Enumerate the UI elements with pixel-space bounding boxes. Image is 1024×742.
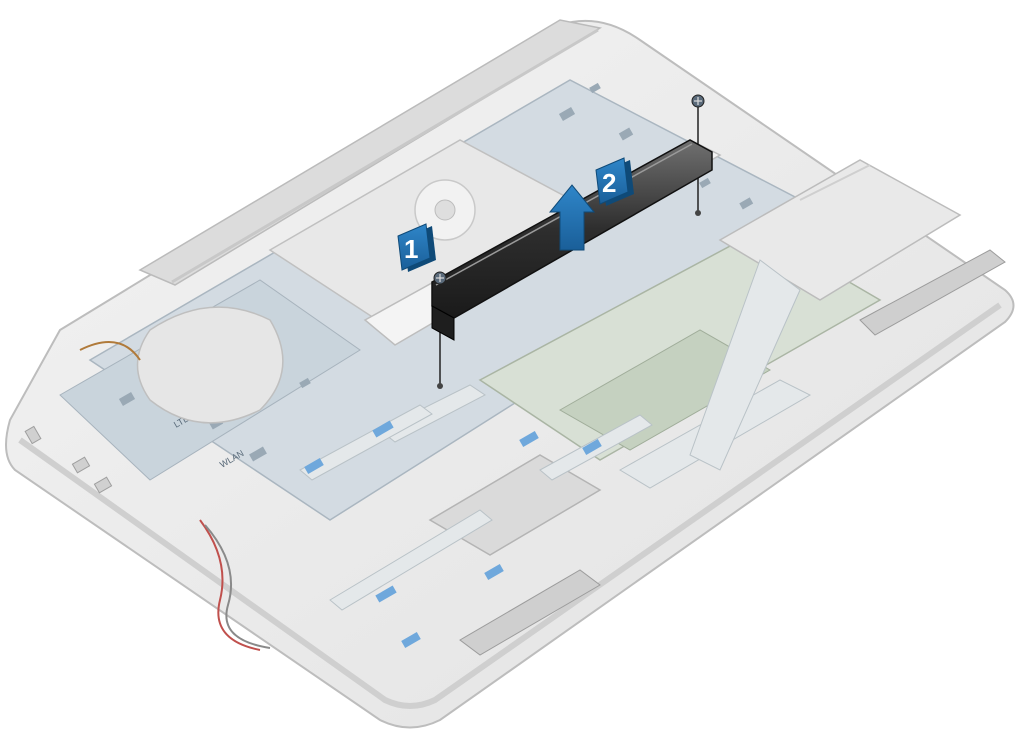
side-ports <box>24 425 113 494</box>
screw-icon-2 <box>691 94 705 216</box>
callout-number-2: 2 <box>602 168 616 198</box>
tape-strips <box>304 420 602 648</box>
hinge-bar <box>138 19 603 286</box>
antenna-cables <box>79 341 271 651</box>
screw-icon-1 <box>433 271 447 389</box>
speaker-left <box>459 569 601 656</box>
speaker-right <box>859 249 1006 336</box>
arrow-up-icon <box>548 184 596 251</box>
callout-number-1: 1 <box>404 234 418 264</box>
ribbon-cables <box>299 259 812 611</box>
callout-badge-1: 1 <box>397 223 436 272</box>
callout-badge-2: 2 <box>595 157 634 206</box>
